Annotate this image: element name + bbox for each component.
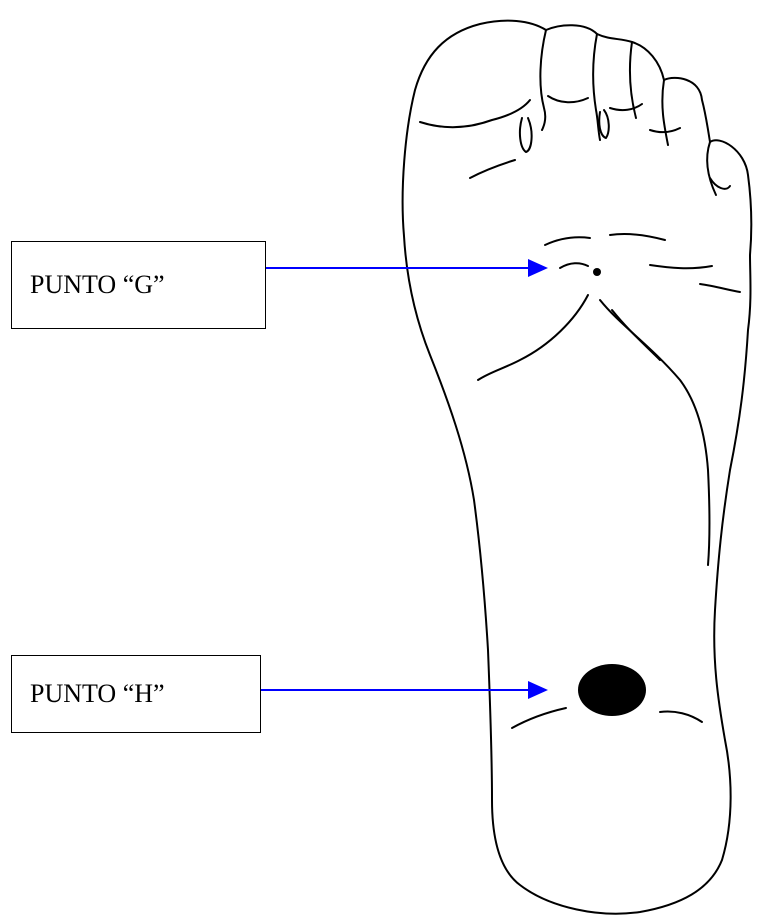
- toe-crease-1: [548, 96, 588, 102]
- heel-crease-right: [660, 711, 702, 722]
- point-g-marker: [593, 268, 601, 276]
- arch-crease-right: [600, 300, 710, 565]
- label-point-g: PUNTO “G”: [11, 241, 266, 329]
- toe-gap-5: [707, 142, 716, 195]
- ball-crease-5: [560, 263, 588, 268]
- ball-crease-3: [650, 265, 712, 268]
- arch-crease-left: [478, 295, 588, 380]
- toe-gap-1: [540, 30, 546, 130]
- ball-crease-1: [545, 237, 590, 245]
- label-point-h: PUNTO “H”: [11, 655, 261, 733]
- toe-crease-2: [610, 104, 642, 110]
- arch-crease-mid: [612, 310, 660, 360]
- toe-shadow-2: [599, 110, 609, 138]
- arrow-h-head: [528, 681, 548, 699]
- toe-crease-4: [470, 160, 515, 178]
- foot-outline: [403, 21, 752, 914]
- toe-shadow-1: [520, 118, 532, 152]
- big-toe-line: [420, 100, 530, 127]
- heel-crease-left: [512, 708, 566, 728]
- ball-crease-4: [700, 284, 740, 292]
- toe-gap-4: [662, 80, 668, 145]
- arrow-g-head: [528, 259, 548, 277]
- toe-gap-3: [630, 42, 636, 118]
- ball-crease-2: [610, 234, 665, 240]
- point-h-marker: [578, 664, 646, 716]
